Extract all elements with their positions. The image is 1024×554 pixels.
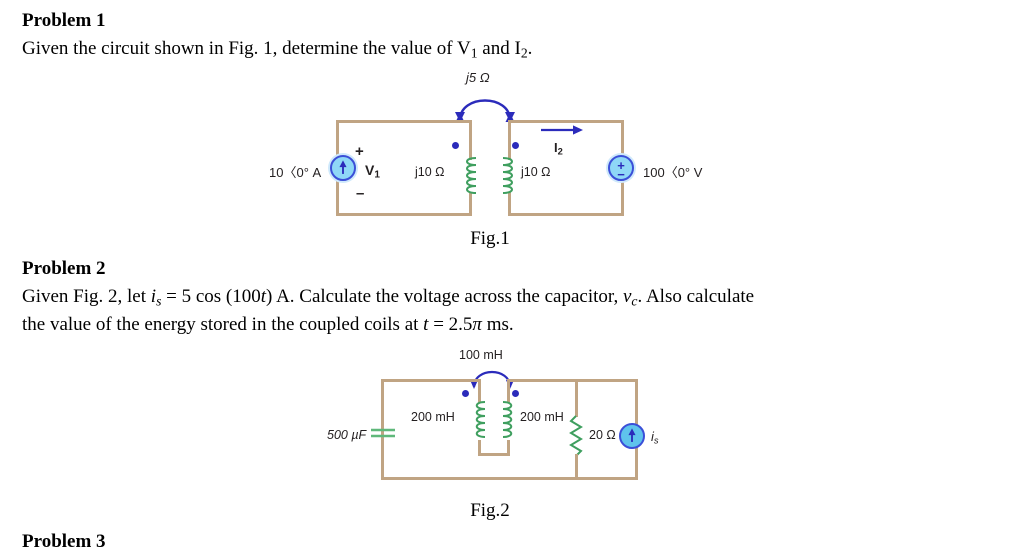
figure1-right-coil-label: j10 Ω <box>521 165 551 179</box>
figure1-left-inductor-icon <box>466 157 477 194</box>
figure2-resistor-bottom-lead <box>575 454 578 478</box>
figure2-right-coil-label: 200 mH <box>520 410 564 424</box>
figure2-current-source-label: is <box>651 429 659 445</box>
figure2-is-sub: s <box>653 435 659 446</box>
figure1-right-inductor-icon <box>502 157 513 194</box>
problem-2-line1: Given Fig. 2, let is = 5 cos (100t) A. C… <box>22 286 755 309</box>
figure2-mutual-label: 100 mH <box>459 348 503 362</box>
figure1-left-bottom-wire <box>336 213 472 216</box>
figure2-right-inductor-icon <box>502 401 513 438</box>
problem-1-text: Given the circuit shown in Fig. 1, deter… <box>22 37 982 65</box>
figure1-i2-arrow-icon <box>541 125 583 135</box>
figure1-current-source-label: 10〈0° A <box>269 165 322 180</box>
figure1-v1-label: V1 <box>365 162 380 181</box>
figure1-left-coil-top-lead <box>469 120 472 160</box>
figure2-current-source <box>619 423 645 449</box>
figure2-left-inductor-icon <box>475 401 486 438</box>
figure1-i2-label: I2 <box>554 140 563 156</box>
current-source-arrow-icon <box>339 160 347 174</box>
figure2-right-coil-top-lead <box>507 379 510 403</box>
figure1-source-plus: + <box>617 158 625 173</box>
figure2-cap-top-lead <box>381 379 384 427</box>
figure2-top-wire-left <box>381 379 481 382</box>
figure-1-circuit: j5 Ω j <box>0 0 1024 249</box>
figure2-left-coil-label: 200 mH <box>411 410 455 424</box>
figure2-resistor-label: 20 Ω <box>589 428 616 442</box>
figure1-v1-minus-sign: – <box>356 185 365 202</box>
figure1-i2-letter: I <box>554 140 558 155</box>
figure-1-caption: Fig.1 <box>470 228 510 249</box>
problem-2-line2: the value of the energy stored in the co… <box>22 314 514 336</box>
figure2-left-polarity-dot <box>462 390 469 397</box>
figure1-left-coil-label: j10 Ω <box>415 165 445 179</box>
figure2-right-coil-bottom-lead <box>507 440 510 455</box>
figure2-capacitor-label: 500 µF <box>327 428 367 442</box>
figure1-right-top-wire <box>508 120 624 123</box>
figure2-left-coil-top-lead <box>478 379 481 403</box>
figure1-left-coil-bottom-lead <box>469 192 472 216</box>
figure-2-caption: Fig.2 <box>470 500 510 521</box>
figure2-coil-bottom-link-wire <box>478 453 510 456</box>
figure1-left-top-wire <box>336 120 472 123</box>
current-source-arrow-icon <box>628 428 636 442</box>
figure1-v1-sub: 1 <box>374 169 380 181</box>
figure1-left-polarity-dot <box>452 142 459 149</box>
figure1-v1-plus-sign: + <box>355 143 364 160</box>
figure2-bottom-wire <box>381 477 638 480</box>
figure2-resistor-top-lead <box>575 379 578 417</box>
figure2-resistor-icon <box>569 415 583 457</box>
figure2-top-wire-right <box>510 379 638 382</box>
figure2-capacitor-icon <box>371 428 395 438</box>
problem-2-text: Given Fig. 2, let is = 5 cos (100t) A. C… <box>22 285 997 337</box>
figure1-v1-letter: V <box>365 162 375 178</box>
problem-2-heading: Problem 2 <box>22 258 106 279</box>
figure1-current-source <box>330 155 356 181</box>
figure2-is-letter: i <box>651 429 654 444</box>
figure1-source-minus: − <box>617 167 625 182</box>
problem-1-heading: Problem 1 <box>22 10 106 31</box>
problem-3-heading: Problem 3 <box>22 531 106 552</box>
figure1-right-coil-top-lead <box>508 120 511 160</box>
problem-1-text-span: Given the circuit shown in Fig. 1, deter… <box>22 38 533 61</box>
figure1-i2-sub: 2 <box>557 146 563 157</box>
figure1-right-bottom-wire <box>508 213 624 216</box>
figure1-right-coil-bottom-lead <box>508 192 511 216</box>
figure2-left-coil-bottom-lead <box>478 440 481 455</box>
figure1-mutual-label: j5 Ω <box>466 70 490 85</box>
figure2-right-polarity-dot <box>512 390 519 397</box>
figure1-arrowheads-icon <box>455 112 515 122</box>
figure1-voltage-source: + − <box>608 155 634 181</box>
figure1-voltage-source-label: 100〈0° V <box>643 165 703 180</box>
figure1-right-polarity-dot <box>512 142 519 149</box>
